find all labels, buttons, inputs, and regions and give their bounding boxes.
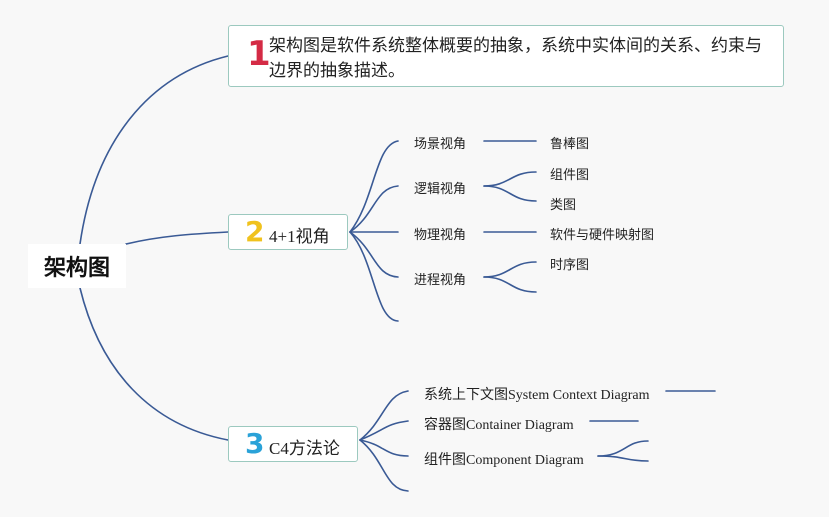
edge-c4-empty [359,439,409,492]
branch-c4: 3 C4方法论 [228,426,358,462]
edge-root-branch3 [79,287,229,441]
edge-root-branch1 [79,55,229,245]
node-system-context: 系统上下文图System Context Diagram [424,388,650,403]
definition-text: 架构图是软件系统整体概要的抽象，系统中实体间的关系、约束与边界的抽象描述。 [269,36,762,81]
node-logic-view: 逻辑视角 [414,182,467,197]
edge-root-branch2 [125,231,229,245]
edge-41-process [349,231,399,278]
edge-process-sequence [483,261,537,278]
number-2-icon: 2 [245,215,265,248]
number-3-icon: 3 [245,427,265,460]
branch-4plus1: 2 4+1视角 [228,214,348,250]
edge-c4-component [359,439,409,457]
node-component-diagram-c4: 组件图Component Diagram [424,453,584,468]
edge-component-leaf2 [597,455,649,462]
edge-component-leaf1 [597,440,649,457]
branch-c4-label: C4方法论 [269,439,340,458]
edge-41-empty [349,231,399,322]
edge-41-logic [349,185,399,233]
edge-41-scene [349,140,399,233]
node-sw-hw-mapping: 软件与硬件映射图 [550,228,655,243]
node-scene-view: 场景视角 [414,137,467,152]
edge-logic-class [483,185,537,202]
node-component-diagram: 组件图 [550,168,590,183]
branch-definition: 1 架构图是软件系统整体概要的抽象，系统中实体间的关系、约束与边界的抽象描述。 [228,25,784,87]
edge-c4-context [359,390,409,441]
root-node: 架构图 [28,244,126,288]
edge-process-empty [483,276,537,293]
edge-c4-container [359,420,409,441]
branch-4plus1-label: 4+1视角 [269,227,330,246]
number-1-icon: 1 [247,34,271,74]
node-class-diagram: 类图 [550,198,577,213]
node-sequence-diagram: 时序图 [550,258,590,273]
edge-logic-component [483,171,537,187]
node-robust-diagram: 鲁棒图 [550,137,590,152]
node-container-diagram: 容器图Container Diagram [424,418,574,433]
node-process-view: 进程视角 [414,273,467,288]
node-physical-view: 物理视角 [414,228,467,243]
